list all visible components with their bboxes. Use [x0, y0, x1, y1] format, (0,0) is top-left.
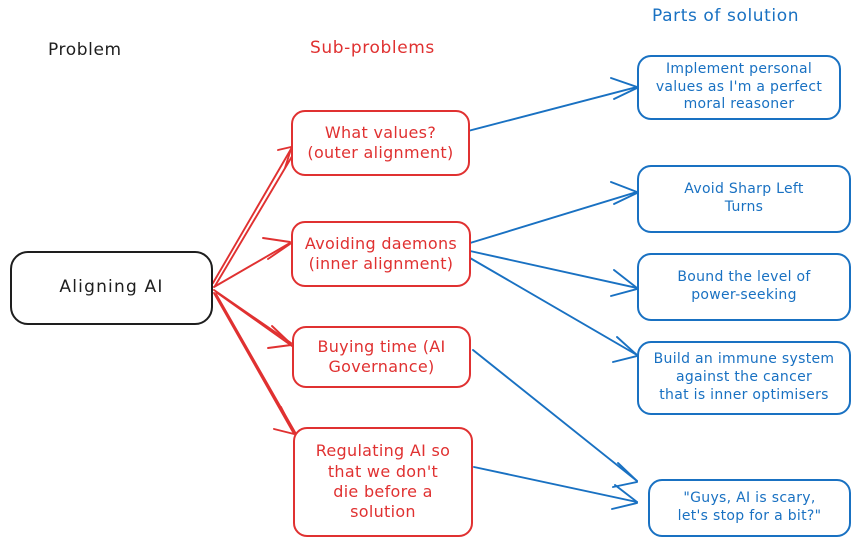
column-header-solutions: Parts of solution	[652, 6, 800, 26]
node-aligning-ai[interactable]: Aligning AI	[10, 251, 213, 325]
edge-buying-time-to-stop-for-a-bit	[472, 349, 638, 488]
edge-root-to-buying-time	[213, 289, 293, 349]
edge-root-to-regulating-ai	[213, 292, 297, 435]
edge-root-to-outer-alignment	[212, 146, 295, 287]
edge-inner-alignment-to-sharp-left-turn	[469, 181, 638, 244]
node-buying-time[interactable]: Buying time (AI Governance)	[292, 326, 471, 388]
edge-outer-alignment-to-personal-values	[467, 77, 638, 132]
node-personal-values[interactable]: Implement personal values as I'm a perfe…	[637, 55, 841, 120]
node-inner-alignment[interactable]: Avoiding daemons (inner alignment)	[291, 221, 471, 287]
column-header-problem: Problem	[48, 40, 122, 60]
edge-regulating-ai-to-stop-for-a-bit	[473, 466, 638, 510]
edge-inner-alignment-to-bound-power	[469, 250, 638, 297]
node-regulating-ai[interactable]: Regulating AI so that we don't die befor…	[293, 427, 473, 537]
node-outer-alignment[interactable]: What values? (outer alignment)	[291, 110, 470, 176]
edge-inner-alignment-to-immune-system	[469, 257, 638, 363]
node-stop-for-a-bit[interactable]: "Guys, AI is scary, let's stop for a bit…	[648, 479, 851, 537]
node-sharp-left-turn[interactable]: Avoid Sharp Left Turns	[637, 165, 851, 233]
edge-root-to-inner-alignment	[213, 237, 291, 288]
column-header-subproblems: Sub-problems	[310, 38, 435, 58]
node-bound-power[interactable]: Bound the level of power-seeking	[637, 253, 851, 321]
node-immune-system[interactable]: Build an immune system against the cance…	[637, 341, 851, 415]
